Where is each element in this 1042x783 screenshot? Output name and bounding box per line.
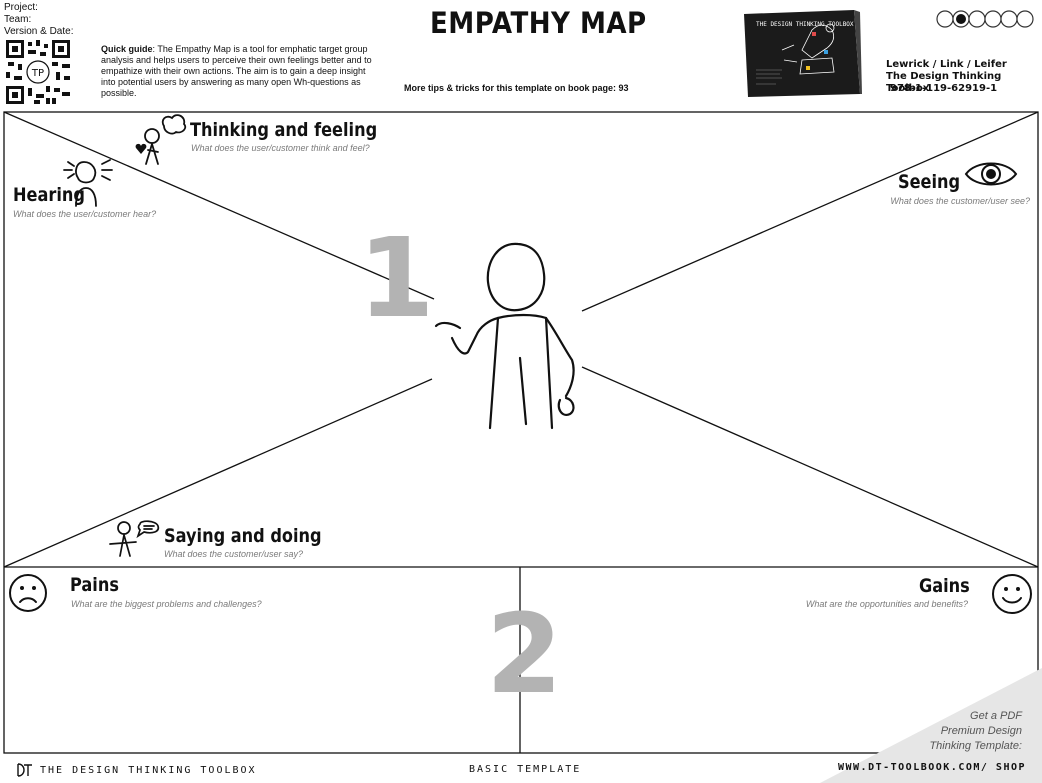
- saying-doing-title: Saying and doing: [164, 525, 322, 547]
- quick-guide-text: : The Empathy Map is a tool for emphatic…: [101, 44, 372, 98]
- footer-template-type: BASIC TEMPLATE: [469, 764, 582, 775]
- promo-line-3: Thinking Template:: [929, 740, 1022, 752]
- promo-line-1: Get a PDF: [970, 710, 1022, 722]
- speech-bubble-icon: [109, 520, 160, 557]
- gains-prompt: What are the opportunities and benefits?: [805, 599, 968, 609]
- thinking-person-icon: [135, 114, 187, 165]
- promo-line-2: Premium Design: [940, 725, 1022, 737]
- eye-icon: [964, 162, 1018, 186]
- promo-corner: [820, 668, 1042, 783]
- diagonal-bottom-right: [581, 366, 1039, 568]
- seeing-prompt: What does the customer/user see?: [890, 196, 1030, 206]
- seeing-title: Seeing: [897, 171, 960, 193]
- qr-center-text: TP: [31, 68, 44, 79]
- saying-doing-prompt: What does the customer/user say?: [164, 549, 304, 559]
- hearing-title: Hearing: [13, 184, 85, 206]
- shop-link[interactable]: WWW.DT-TOOLBOOK.COM/ SHOP: [838, 762, 1027, 773]
- ears-person-icon: [63, 159, 113, 207]
- number-two: 2: [486, 590, 563, 718]
- hearing-prompt: What does the user/customer hear?: [13, 209, 157, 219]
- footer-brand: THE DESIGN THINKING TOOLBOX: [40, 765, 257, 776]
- team-label: Team:: [4, 14, 32, 25]
- stick-figure-icon: [434, 242, 575, 430]
- gains-title: Gains: [919, 575, 970, 597]
- pains-prompt: What are the biggest problems and challe…: [71, 599, 262, 609]
- book-title-text: The Design Thinking Toolbox: [886, 71, 1002, 94]
- book-cover-image: THE DESIGN THINKING TOOLBOX: [744, 10, 862, 97]
- pains-title: Pains: [70, 574, 119, 596]
- diagonal-top-left: [3, 111, 435, 300]
- progress-dots-icon: [936, 10, 1034, 28]
- map-border: [3, 111, 1039, 754]
- diagonal-top-right: [581, 111, 1039, 312]
- isbn-text: 978-1-119-62919-1: [890, 83, 998, 94]
- page-title: EMPATHY MAP: [430, 6, 647, 40]
- thinking-feeling-title: Thinking and feeling: [190, 119, 378, 141]
- qr-code-icon: TP: [6, 40, 70, 104]
- thinking-feeling-prompt: What does the user/customer think and fe…: [191, 143, 370, 153]
- project-label: Project:: [4, 2, 38, 13]
- authors-text: Lewrick / Link / Leifer: [886, 59, 1007, 70]
- book-cover-text: THE DESIGN THINKING TOOLBOX: [756, 21, 854, 28]
- dtp-logo-icon: [17, 763, 32, 777]
- heart-icon: [135, 143, 147, 154]
- sad-face-icon: [9, 574, 47, 612]
- version-date-label: Version & Date:: [4, 26, 74, 37]
- tips-text: More tips & tricks for this template on …: [404, 83, 629, 93]
- number-one: 1: [358, 214, 435, 342]
- pdf-promo: Get a PDF Premium Design Thinking Templa…: [852, 709, 1022, 754]
- quick-guide: Quick guide: The Empathy Map is a tool f…: [101, 44, 376, 99]
- happy-face-icon: [992, 574, 1032, 614]
- diagonal-bottom-left: [3, 378, 433, 568]
- quick-guide-label: Quick guide: [101, 44, 153, 54]
